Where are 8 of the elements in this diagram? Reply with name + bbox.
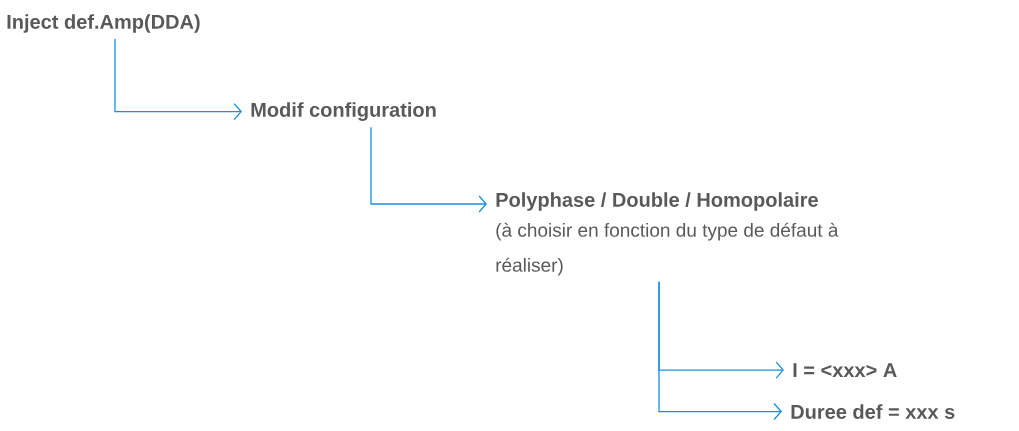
- arrow: [370, 126, 487, 213]
- arrow: [658, 281, 782, 421]
- label-with-note: Polyphase / Double / Homopolaire (à choisir en fonction du type de défaut à réaliser): [496, 192, 839, 276]
- bold-label: Inject def.Amp(DDA): [7, 14, 200, 33]
- bold-label: Modif configuration: [251, 102, 436, 121]
- bold-label: I = <xxx> A: [793, 363, 897, 377]
- arrow: [114, 38, 242, 121]
- bold-label: Duree def = xxx s: [791, 404, 955, 419]
